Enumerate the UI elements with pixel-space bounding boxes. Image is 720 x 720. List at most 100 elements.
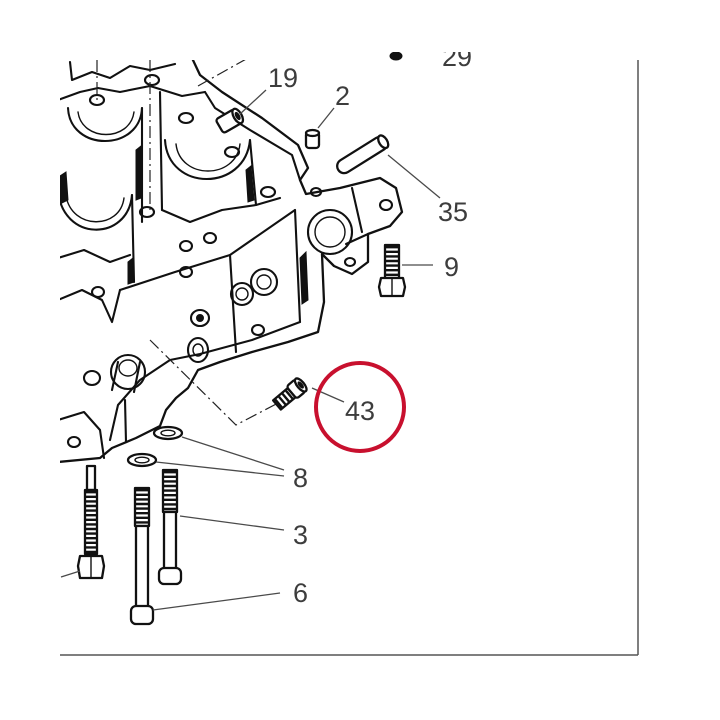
- leader-left-bolt: [60, 570, 81, 578]
- cast-shadow: [127, 256, 135, 285]
- pin-end: [377, 134, 390, 150]
- front-face-edge: [118, 208, 297, 292]
- bulkhead-wall: [60, 248, 132, 264]
- housing-bolt-hole: [343, 256, 357, 268]
- bolt-hole: [202, 231, 218, 245]
- bearing-saddle-3: [60, 193, 134, 231]
- port-opening: [249, 267, 279, 297]
- callout-2: 2: [335, 81, 350, 111]
- washer: [126, 452, 158, 468]
- bolt-head: [157, 566, 183, 586]
- washer: [152, 425, 184, 441]
- large-boss-bore: [110, 360, 142, 394]
- leader-3: [179, 515, 285, 531]
- bearing-saddle-1-inner: [77, 111, 135, 136]
- front-face-flange: [60, 288, 122, 324]
- port-opening: [229, 281, 255, 307]
- part-3-bolt: [157, 468, 183, 586]
- part-6-bolt: [129, 486, 155, 626]
- center-line: [149, 339, 281, 426]
- frame: [60, 60, 639, 656]
- leader-8: [181, 436, 285, 471]
- bolt-hole: [178, 239, 194, 253]
- bulkhead-wall: [248, 138, 258, 207]
- front-boss-hole: [192, 343, 204, 357]
- front-face-rib: [293, 208, 302, 324]
- callout-35: 35: [438, 197, 468, 227]
- cropped-part: [389, 52, 403, 61]
- washer-hole: [134, 456, 150, 464]
- top-deck-edge: [60, 84, 207, 101]
- port-opening-inner: [235, 287, 249, 301]
- cast-shadow: [245, 165, 255, 203]
- front-face-rib: [228, 253, 238, 354]
- port-opening-inner: [256, 274, 272, 290]
- bushing-bore: [234, 111, 241, 121]
- cast-shadow: [135, 144, 142, 201]
- fitting-thread-pitch: [274, 389, 294, 409]
- housing-bolt-hole: [309, 186, 323, 198]
- part-2-dowel-pin: [304, 128, 321, 150]
- bulkhead-wall: [160, 196, 282, 224]
- part-8-washers: [126, 425, 184, 468]
- bearing-saddle-3-inner: [65, 195, 125, 223]
- cast-shadow: [299, 250, 309, 305]
- bolt-hole: [177, 111, 195, 125]
- part-43-fitting: [271, 377, 308, 411]
- large-boss: [109, 353, 147, 391]
- housing-opening: [306, 208, 354, 256]
- bearing-saddle-1: [66, 106, 144, 142]
- leader-19: [239, 89, 267, 115]
- housing-bolt-hole: [378, 198, 394, 212]
- bolt-head: [129, 604, 155, 626]
- cast-shadow: [60, 171, 69, 205]
- lower-flange: [123, 398, 128, 444]
- engine-block: [60, 60, 404, 463]
- bolt-hole: [66, 435, 82, 449]
- upper-rail: [203, 90, 302, 182]
- left-bolt: [76, 464, 106, 580]
- lower-flange: [60, 410, 106, 460]
- center-lines: [96, 60, 281, 426]
- callout-29: 29: [442, 42, 472, 72]
- housing-flange-edge: [344, 186, 370, 246]
- bolt-hole: [138, 205, 156, 219]
- callout-6: 6: [293, 578, 308, 608]
- callout-3: 3: [293, 520, 308, 550]
- bolt-hole: [82, 369, 102, 387]
- leader-2: [317, 107, 335, 129]
- bolt-hole: [259, 185, 277, 199]
- leader-6: [152, 592, 281, 611]
- callout-19: 19: [268, 63, 298, 93]
- part-19-bushing: [215, 107, 245, 134]
- bolt-hole: [178, 265, 194, 279]
- bolt-holes: [66, 73, 277, 449]
- bolt-thread: [83, 488, 99, 556]
- bolt-shank: [162, 510, 178, 571]
- part-35-pin: [336, 134, 390, 175]
- bolt-tip: [85, 464, 97, 492]
- dowel-pin-top: [304, 128, 321, 138]
- callout-8: 8: [293, 463, 308, 493]
- callout-43: 43: [345, 396, 375, 426]
- thermostat-housing: [306, 186, 394, 268]
- callout-9: 9: [444, 252, 459, 282]
- bolt-hole: [143, 73, 161, 87]
- bolt-hole: [250, 323, 266, 337]
- bolt-hole: [88, 93, 106, 107]
- cropped-top-area: 29: [389, 42, 472, 72]
- center-line: [197, 60, 246, 87]
- bearing-saddle-2: [163, 138, 252, 181]
- bulkhead-wall: [158, 90, 164, 212]
- bolt-hole: [90, 285, 106, 299]
- highlight-circle: [314, 361, 406, 453]
- front-boss: [186, 336, 210, 364]
- washer-hole: [160, 429, 176, 437]
- fitting-bore: [297, 381, 304, 389]
- callouts: 19 2 35 9 43 8 3 6: [268, 63, 468, 608]
- leader-35: [387, 154, 441, 199]
- housing-opening-inner: [314, 216, 346, 248]
- bolt-hole-core: [196, 314, 204, 322]
